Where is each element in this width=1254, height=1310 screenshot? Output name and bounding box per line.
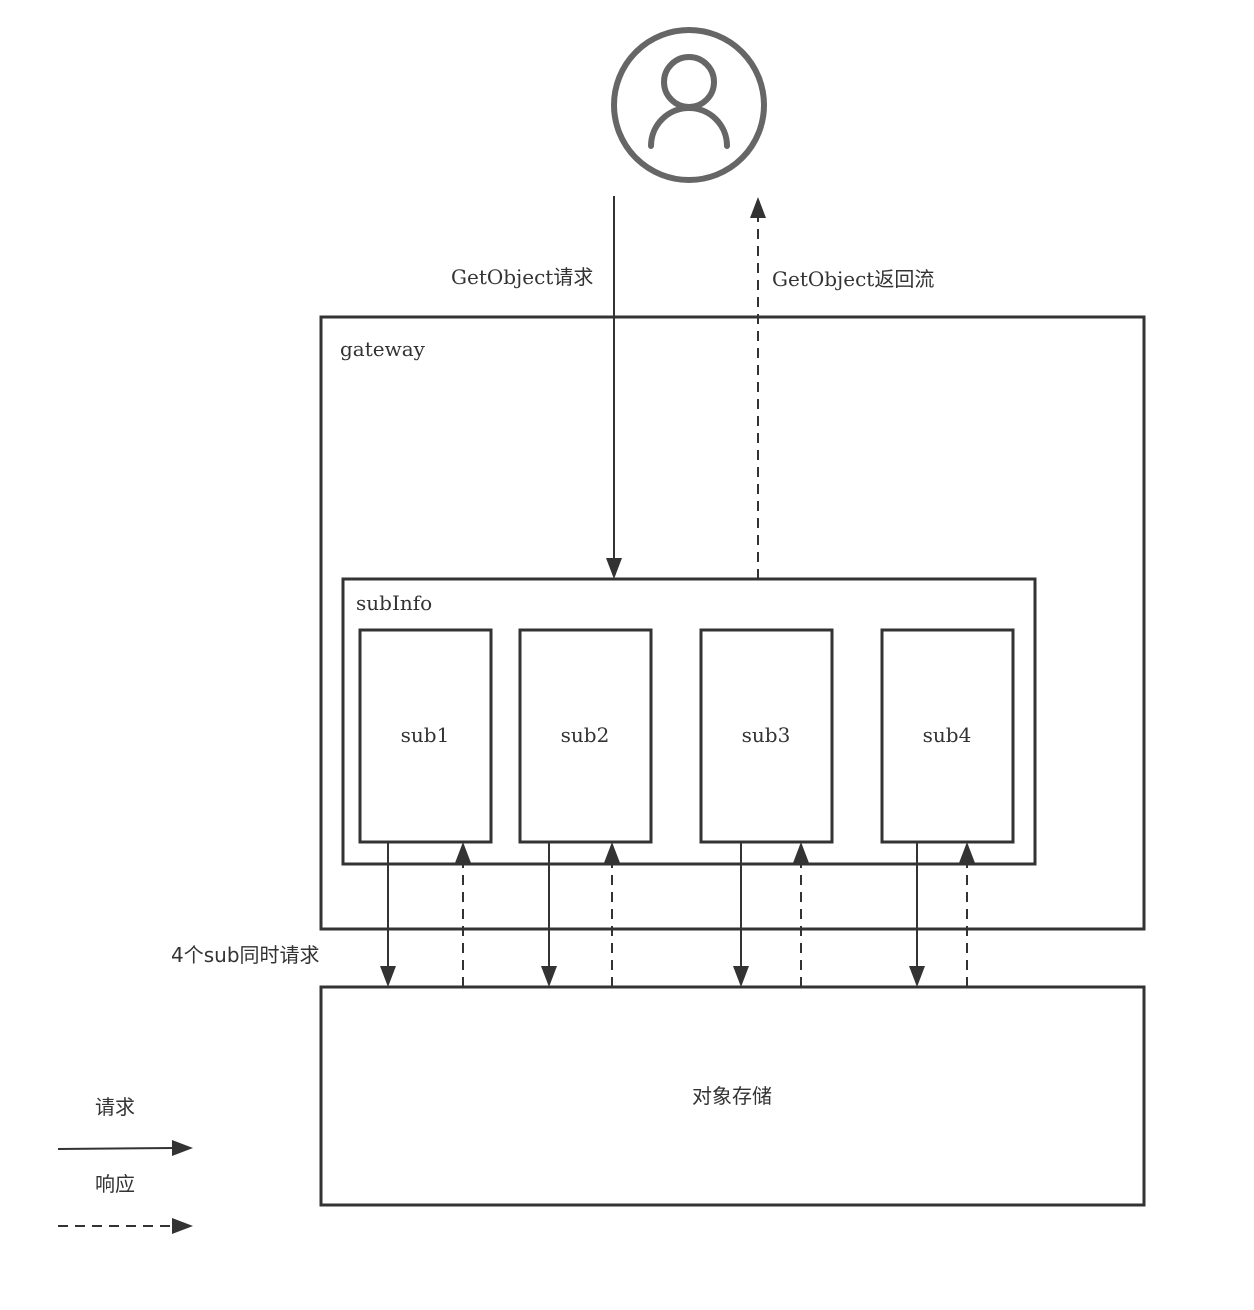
legend: 请求 响应 [57,1095,193,1234]
sub3-request-arrow [733,842,749,987]
sub2-box [518,628,653,844]
sub4-label: sub4 [923,723,972,747]
getobject-request-arrow [606,196,622,579]
sub4-response-arrow [959,842,975,987]
sub3-box [699,628,834,844]
legend-request-arrow [57,1140,193,1156]
sub2-request-arrow [541,842,557,987]
legend-request-label: 请求 [95,1095,135,1119]
getobject-response-arrow [750,197,766,579]
user-icon [611,27,767,183]
legend-response-label: 响应 [95,1172,135,1196]
sub2-label: sub2 [561,723,610,747]
object-storage-box [319,985,1146,1207]
sub4-box [880,628,1015,844]
sub1-box [358,628,493,844]
sub2-response-arrow [604,842,620,987]
sub1-label: sub1 [401,723,450,747]
sub4-request-arrow [909,842,925,987]
subinfo-label: subInfo [356,591,432,615]
sub3-response-arrow [793,842,809,987]
gateway-label: gateway [340,337,426,361]
legend-response-arrow [58,1218,193,1234]
sub1-response-arrow [455,842,471,987]
object-storage-label: 对象存储 [692,1084,772,1108]
getobject-response-label: GetObject返回流 [772,267,934,291]
sub3-label: sub3 [742,723,791,747]
concurrent-request-label: 4个sub同时请求 [171,943,320,967]
sub1-request-arrow [380,842,396,987]
getobject-request-label: GetObject请求 [451,265,593,289]
